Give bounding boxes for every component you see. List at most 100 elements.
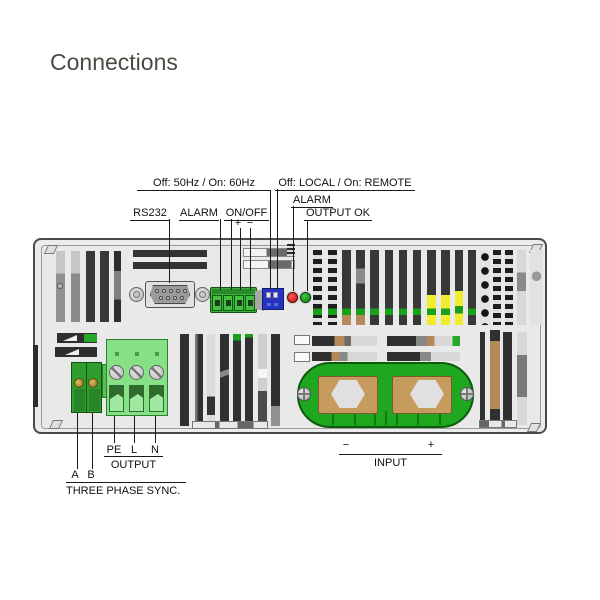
vent-slot [356, 250, 365, 325]
vent-slot-capacitor [441, 250, 450, 325]
db9-mounting-screw [195, 287, 210, 302]
alarm-onoff-terminal-block [210, 287, 257, 313]
vent-slot [56, 251, 65, 322]
label-onoff-plus: + [234, 217, 242, 229]
vent-slot [328, 250, 337, 325]
db9-mounting-screw [129, 287, 144, 302]
label-input-minus: − [342, 439, 350, 451]
vent-slot [245, 334, 253, 426]
label-output: OUTPUT [110, 459, 157, 471]
label-pe: PE [106, 444, 122, 456]
vent-slot [195, 334, 203, 426]
vent-slot [490, 330, 500, 422]
vent-slot [133, 262, 207, 269]
leader-mode [277, 189, 278, 289]
label-mode: Off: LOCAL / On: REMOTE [275, 177, 415, 191]
vent-slot-capacitor [427, 250, 436, 325]
input-group-line [339, 454, 442, 455]
leader-n [155, 416, 156, 443]
alarm-led [287, 292, 298, 303]
vent-slot [294, 352, 310, 362]
rs232-connector [145, 281, 195, 308]
label-input: INPUT [374, 457, 407, 469]
vent-slot [399, 250, 407, 325]
input-block-screw [297, 387, 311, 401]
vent-slot [71, 251, 80, 322]
output-ok-led [300, 292, 311, 303]
label-b: B [87, 469, 95, 481]
connector-detail [287, 244, 295, 256]
vent-slot [243, 260, 295, 269]
vent-slot [503, 332, 512, 425]
vent-slot [313, 250, 322, 325]
label-n: N [151, 444, 159, 456]
dip-switch [262, 288, 284, 310]
leader-b [92, 413, 93, 469]
page-title: Connections [50, 49, 178, 75]
label-onoff-minus: − [246, 217, 254, 229]
output-terminal-block [106, 339, 168, 416]
leader-alarm-1 [220, 219, 221, 290]
vent-slot [468, 250, 476, 325]
vent-slot-capacitor [455, 250, 463, 325]
vent-slot [180, 334, 189, 426]
vent-slot [55, 347, 97, 357]
leader-alarm-2 [231, 219, 232, 290]
leader-pe [114, 416, 115, 443]
vent-slot [370, 250, 379, 325]
vent-slot [479, 420, 517, 428]
vent-slot [385, 250, 393, 325]
vent-slot [505, 250, 513, 325]
label-alarm-terminal: ALARM [179, 207, 219, 221]
vent-slot [233, 334, 241, 426]
input-block-screw [460, 387, 474, 401]
vent-slot [114, 251, 121, 322]
label-freq: Off: 50Hz / On: 60Hz [137, 177, 271, 191]
chassis-side-gap [33, 345, 38, 407]
sync-group-line [66, 482, 186, 483]
vent-slot [517, 332, 527, 425]
vent-slot [312, 336, 377, 346]
vent-slot [100, 251, 109, 322]
leader-onoff-minus [250, 228, 251, 290]
leader-freq [270, 190, 271, 289]
output-group-line [104, 456, 163, 457]
vent-slot [413, 250, 421, 325]
vent-slot [517, 250, 526, 325]
leader-rs232 [169, 219, 170, 283]
label-onoff: ON/OFF [224, 207, 269, 221]
vent-slot [57, 333, 97, 343]
label-output-ok: OUTPUT OK [304, 207, 372, 221]
vent-slot [493, 250, 501, 325]
three-phase-sync-terminal [71, 362, 102, 413]
vent-slot [294, 335, 310, 345]
connector-wedge [255, 289, 264, 311]
vent-slot [387, 352, 460, 361]
leader-output-ok [307, 220, 308, 291]
vent-slot [258, 334, 267, 426]
dip-switch-1 [266, 292, 271, 298]
vent-slot-holes [480, 250, 490, 325]
leader-onoff-plus [240, 228, 241, 290]
vent-slot [342, 250, 351, 325]
leader-l [134, 416, 135, 443]
vent-slot [192, 421, 268, 429]
vent-slot [271, 334, 280, 426]
vent-slot [387, 336, 460, 346]
label-input-plus: + [427, 439, 435, 451]
vent-slot [207, 334, 215, 426]
dip-switch-2 [273, 292, 278, 298]
vent-slot [86, 251, 95, 322]
vent-slot [220, 334, 229, 426]
label-l: L [130, 444, 138, 456]
leader-a [77, 413, 78, 469]
label-rs232: RS232 [130, 207, 170, 221]
vent-slot [312, 352, 377, 361]
label-three-phase-sync: THREE PHASE SYNC. [66, 485, 181, 497]
vent-slot [133, 250, 207, 257]
leader-alarm-led [293, 206, 294, 291]
label-a: A [71, 469, 79, 481]
vent-slot [480, 332, 485, 420]
vent-slot [530, 250, 543, 325]
